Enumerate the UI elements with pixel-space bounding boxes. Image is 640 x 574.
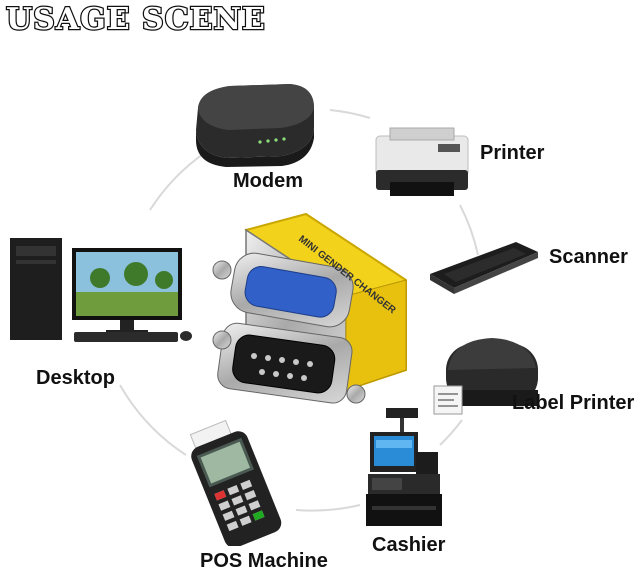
modem-label: Modem — [233, 170, 303, 192]
scanner-label: Scanner — [549, 246, 628, 268]
cashier-icon — [366, 408, 442, 526]
pos-machine-icon — [189, 420, 282, 546]
printer-icon — [375, 127, 469, 196]
label-printer-icon — [433, 338, 538, 415]
scanner-icon — [430, 242, 538, 294]
page-title: USAGE SCENE — [5, 1, 266, 39]
desktop-label: Desktop — [36, 367, 115, 389]
adapter-icon: MINI GENDER CHANGER — [212, 212, 407, 404]
cashier-label: Cashier — [372, 534, 446, 556]
pos-machine-label: POS Machine — [200, 550, 328, 572]
label-printer-label: Label Printer — [512, 392, 635, 414]
modem-icon — [196, 84, 314, 167]
printer-label: Printer — [480, 142, 545, 164]
desktop-icon — [10, 238, 192, 342]
